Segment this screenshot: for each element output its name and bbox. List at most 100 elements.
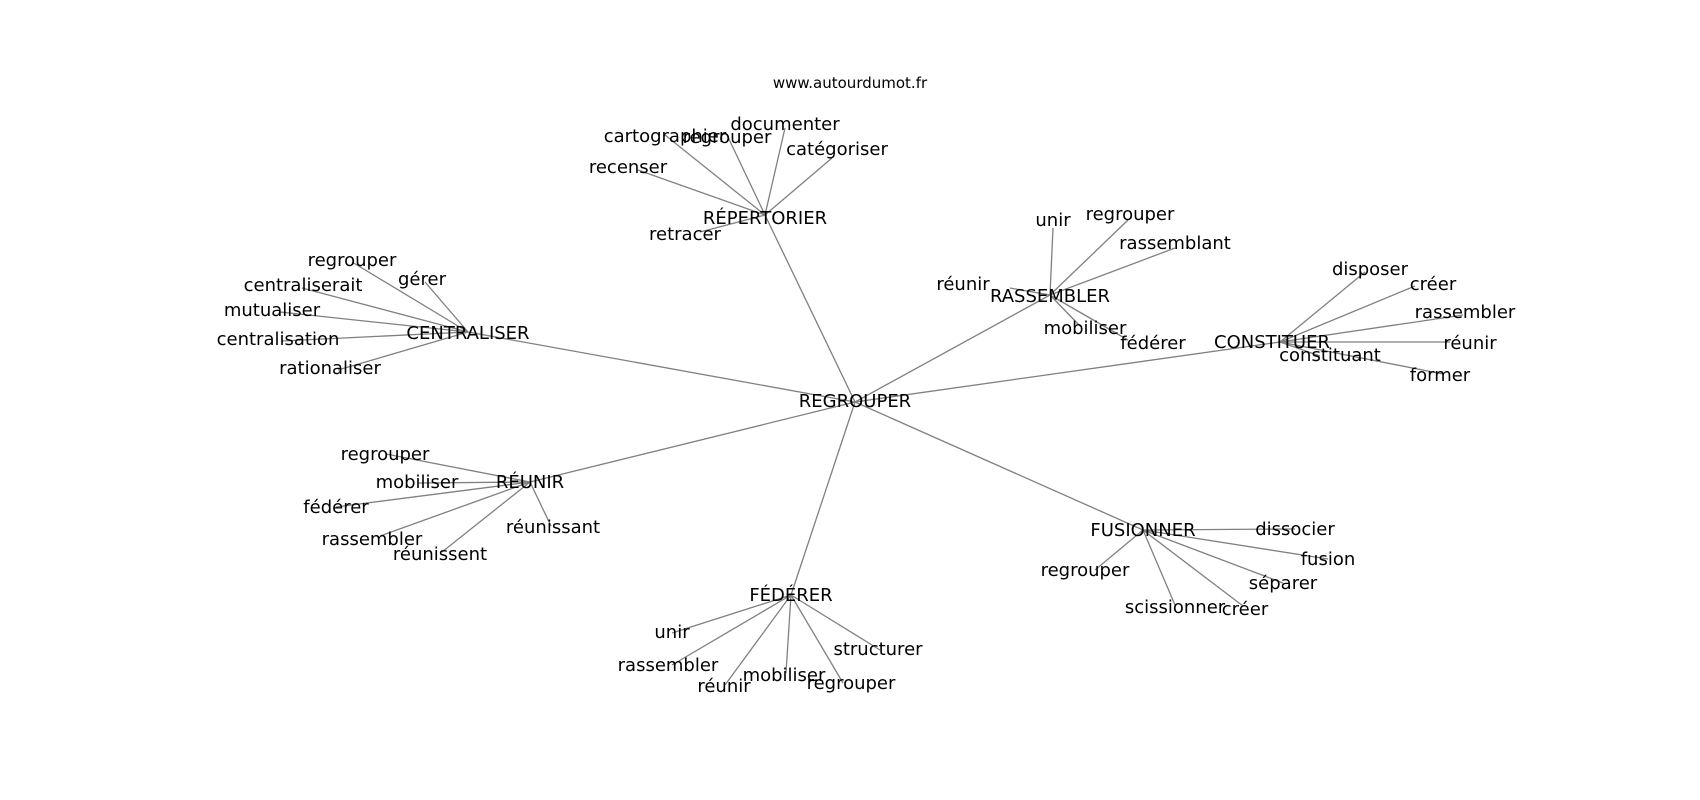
leaf-node-label[interactable]: regrouper [683, 127, 772, 148]
edge-center-to-hub-1 [854, 294, 1051, 403]
leaf-node-label[interactable]: regrouper [1086, 204, 1175, 225]
edge-hub-0-leaf-1 [726, 134, 766, 216]
edge-hub-1-leaf-1 [1049, 219, 1129, 296]
edge-hub-3-leaf-1 [424, 281, 469, 333]
leaf-node-label[interactable]: unir [654, 622, 690, 643]
edge-hub-6-leaf-4 [790, 594, 844, 684]
leaf-node-label[interactable]: créer [1222, 599, 1269, 620]
leaf-node-label[interactable]: unir [1035, 210, 1071, 231]
center-node-label[interactable]: REGROUPER [799, 391, 911, 412]
hub-node-label[interactable]: FÉDÉRER [749, 584, 832, 606]
leaf-node-label[interactable]: recenser [589, 157, 668, 178]
leaf-node-label[interactable]: regrouper [308, 250, 397, 271]
edge-hub-0-leaf-2 [764, 127, 786, 216]
leaf-node-label[interactable]: rassembler [1415, 302, 1516, 323]
leaf-node-label[interactable]: réunir [1443, 333, 1497, 354]
edge-hub-5-leaf-0 [1142, 528, 1296, 531]
leaf-node-label[interactable]: réunissant [506, 517, 600, 538]
leaf-node-label[interactable]: rassemblant [1119, 233, 1231, 254]
leaf-node-label[interactable]: mobiliser [376, 472, 459, 493]
edges-layer [279, 127, 1464, 686]
leaf-node-label[interactable]: mutualiser [224, 300, 321, 321]
edge-hub-2-leaf-5 [1279, 341, 1444, 375]
edge-hub-6-leaf-2 [724, 594, 792, 686]
source-label[interactable]: www.autourdumot.fr [773, 74, 928, 92]
edge-hub-2-leaf-2 [1279, 314, 1464, 343]
edge-hub-1-leaf-2 [1049, 247, 1176, 296]
leaf-node-label[interactable]: fusion [1301, 549, 1356, 570]
leaf-node-label[interactable]: séparer [1249, 573, 1318, 594]
edge-hub-6-leaf-0 [671, 594, 792, 634]
edge-hub-3-leaf-3 [279, 311, 469, 333]
edge-hub-2-leaf-0 [1279, 271, 1366, 343]
edge-hub-5-leaf-2 [1094, 529, 1144, 571]
leaf-node-label[interactable]: former [1410, 365, 1471, 386]
leaf-node-label[interactable]: dissocier [1255, 519, 1335, 540]
edge-hub-1-leaf-3 [1009, 287, 1051, 296]
hub-node-label[interactable]: CENTRALISER [406, 323, 529, 344]
hub-node-label[interactable]: RASSEMBLER [990, 286, 1110, 307]
leaf-node-label[interactable]: centraliserait [244, 275, 363, 296]
leaf-node-label[interactable]: fédérer [1120, 333, 1186, 354]
edge-hub-6-leaf-3 [785, 594, 792, 674]
leaf-node-label[interactable]: rassembler [618, 655, 719, 676]
edge-center-to-hub-4 [529, 401, 856, 483]
leaf-node-label[interactable]: structurer [833, 639, 923, 660]
edge-center-to-hub-6 [790, 401, 856, 596]
edge-hub-3-leaf-2 [301, 287, 469, 333]
leaf-node-label[interactable]: disposer [1332, 259, 1409, 280]
leaf-node-label[interactable]: rassembler [322, 529, 423, 550]
edge-hub-5-leaf-3 [1142, 529, 1284, 584]
edge-center-to-hub-2 [854, 341, 1281, 403]
edge-hub-4-leaf-2 [335, 481, 531, 508]
leaf-node-label[interactable]: rationaliser [279, 358, 381, 379]
edge-hub-6-leaf-1 [671, 594, 792, 666]
edge-hub-3-leaf-5 [337, 331, 469, 371]
edge-hub-5-leaf-4 [1142, 529, 1176, 606]
leaf-node-label[interactable]: catégoriser [786, 139, 888, 160]
edge-hub-2-leaf-4 [1279, 341, 1321, 357]
leaf-node-label[interactable]: réunir [936, 274, 990, 295]
labels-layer: REGROUPERRÉPERTORIERcartographierregroup… [217, 114, 1516, 697]
edge-hub-4-leaf-0 [385, 453, 531, 483]
hub-node-label[interactable]: RÉUNIR [496, 471, 564, 493]
leaf-node-label[interactable]: mobiliser [1044, 318, 1127, 339]
edge-hub-4-leaf-3 [379, 481, 531, 537]
leaf-node-label[interactable]: scissionner [1125, 597, 1226, 618]
edge-center-to-hub-5 [854, 401, 1144, 531]
edge-hub-1-leaf-0 [1049, 227, 1054, 296]
edge-hub-4-leaf-5 [529, 481, 552, 527]
edge-hub-0-leaf-3 [764, 157, 833, 216]
edge-hub-4-leaf-1 [417, 481, 531, 484]
edge-hub-1-leaf-5 [1049, 294, 1129, 341]
leaf-node-label[interactable]: regrouper [807, 673, 896, 694]
edge-center-to-hub-0 [764, 214, 856, 403]
leaf-node-label[interactable]: cartographier [604, 126, 727, 147]
leaf-node-label[interactable]: centralisation [217, 329, 340, 350]
edge-hub-5-leaf-5 [1142, 529, 1244, 607]
edge-hub-4-leaf-4 [441, 481, 531, 553]
leaf-node-label[interactable]: regrouper [1041, 560, 1130, 581]
leaf-node-label[interactable]: gérer [398, 269, 447, 290]
edge-hub-3-leaf-0 [351, 261, 469, 333]
leaf-node-label[interactable]: réunir [697, 676, 751, 697]
hub-node-label[interactable]: RÉPERTORIER [703, 207, 827, 229]
leaf-node-label[interactable]: regrouper [341, 444, 430, 465]
edge-hub-3-leaf-4 [281, 331, 469, 342]
edge-hub-5-leaf-1 [1142, 529, 1329, 560]
edge-hub-0-leaf-5 [699, 214, 766, 233]
edge-hub-6-leaf-5 [790, 594, 881, 651]
edge-hub-2-leaf-1 [1279, 285, 1416, 343]
hub-node-label[interactable]: CONSTITUER [1214, 332, 1330, 353]
leaf-node-label[interactable]: constituant [1279, 345, 1381, 366]
hub-node-label[interactable]: FUSIONNER [1090, 520, 1195, 541]
leaf-node-label[interactable]: fédérer [303, 497, 369, 518]
leaf-node-label[interactable]: créer [1410, 274, 1457, 295]
edge-center-to-hub-3 [467, 331, 856, 403]
leaf-node-label[interactable]: documenter [730, 114, 840, 135]
leaf-node-label[interactable]: mobiliser [743, 665, 826, 686]
leaf-node-label[interactable]: retracer [649, 224, 722, 245]
edge-hub-0-leaf-4 [637, 169, 766, 216]
edge-hub-1-leaf-4 [1049, 294, 1081, 327]
leaf-node-label[interactable]: réunissent [393, 544, 487, 565]
